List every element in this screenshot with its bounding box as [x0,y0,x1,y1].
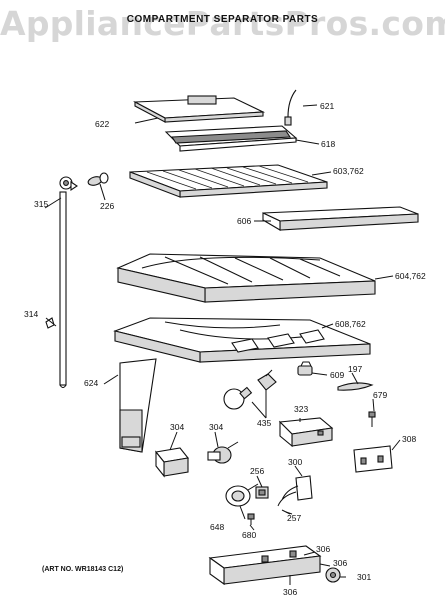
label-621[interactable]: 621 [320,101,334,111]
part-435-lamp[interactable] [223,369,277,410]
part-304-switch-a[interactable] [154,447,190,478]
label-197[interactable]: 197 [348,364,362,374]
part-308-bracket[interactable] [353,445,393,473]
part-604-762-separator-top[interactable] [116,253,376,303]
part-323-bracket[interactable] [278,417,334,448]
label-622[interactable]: 622 [95,119,109,129]
label-306a[interactable]: 306 [316,544,330,554]
label-606[interactable]: 606 [237,216,251,226]
part-labels: 621 622 618 603,762 315 226 606 604,762 … [24,101,426,597]
label-618[interactable]: 618 [321,139,335,149]
part-301-knob[interactable] [325,567,341,583]
label-603-762[interactable]: 603,762 [333,166,364,176]
label-304a[interactable]: 304 [170,422,184,432]
part-256-switch[interactable] [255,486,269,499]
label-679[interactable]: 679 [373,390,387,400]
part-197-spring[interactable] [337,382,374,391]
label-624[interactable]: 624 [84,378,98,388]
label-435[interactable]: 435 [257,418,271,428]
label-257[interactable]: 257 [287,513,301,523]
label-323[interactable]: 323 [294,404,308,414]
label-314[interactable]: 314 [24,309,38,319]
part-680-screw[interactable] [247,513,255,525]
part-306-housing[interactable] [208,545,322,586]
label-300[interactable]: 300 [288,457,302,467]
art-number: (ART NO. WR18143 C12) [42,566,124,573]
part-618-frame[interactable] [164,125,298,152]
part-621-tube-end [284,116,292,126]
part-622-cover[interactable] [132,95,266,123]
part-603-762-grille-shelf[interactable] [129,164,328,198]
label-608-762[interactable]: 608,762 [335,319,366,329]
label-604-762[interactable]: 604,762 [395,271,426,281]
part-606-bar[interactable] [262,206,419,231]
watermark: AppliancePartsPros.com [0,4,445,43]
part-609-clip[interactable] [297,361,313,376]
diagram-title: COMPARTMENT SEPARATOR PARTS [126,14,319,25]
label-315[interactable]: 315 [34,199,48,209]
part-300-harness[interactable] [277,475,313,507]
label-308[interactable]: 308 [402,434,416,444]
part-304-switch-b[interactable] [207,441,239,464]
label-301[interactable]: 301 [357,572,371,582]
part-648-motor[interactable] [225,483,259,507]
label-256[interactable]: 256 [250,466,264,476]
part-679-screw[interactable] [368,411,376,427]
label-609[interactable]: 609 [330,370,344,380]
part-315-drain-tube[interactable] [59,176,78,388]
leader-lines [44,104,401,585]
part-608-762-separator-bottom[interactable] [113,317,371,363]
label-306b[interactable]: 306 [333,558,347,568]
label-648[interactable]: 648 [210,522,224,532]
label-306c[interactable]: 306 [283,587,297,597]
label-304b[interactable]: 304 [209,422,223,432]
label-680[interactable]: 680 [242,530,256,540]
label-226[interactable]: 226 [100,201,114,211]
part-624-channel[interactable] [119,358,157,453]
part-226-grommet[interactable] [87,172,109,187]
part-621-tube[interactable] [287,89,297,118]
